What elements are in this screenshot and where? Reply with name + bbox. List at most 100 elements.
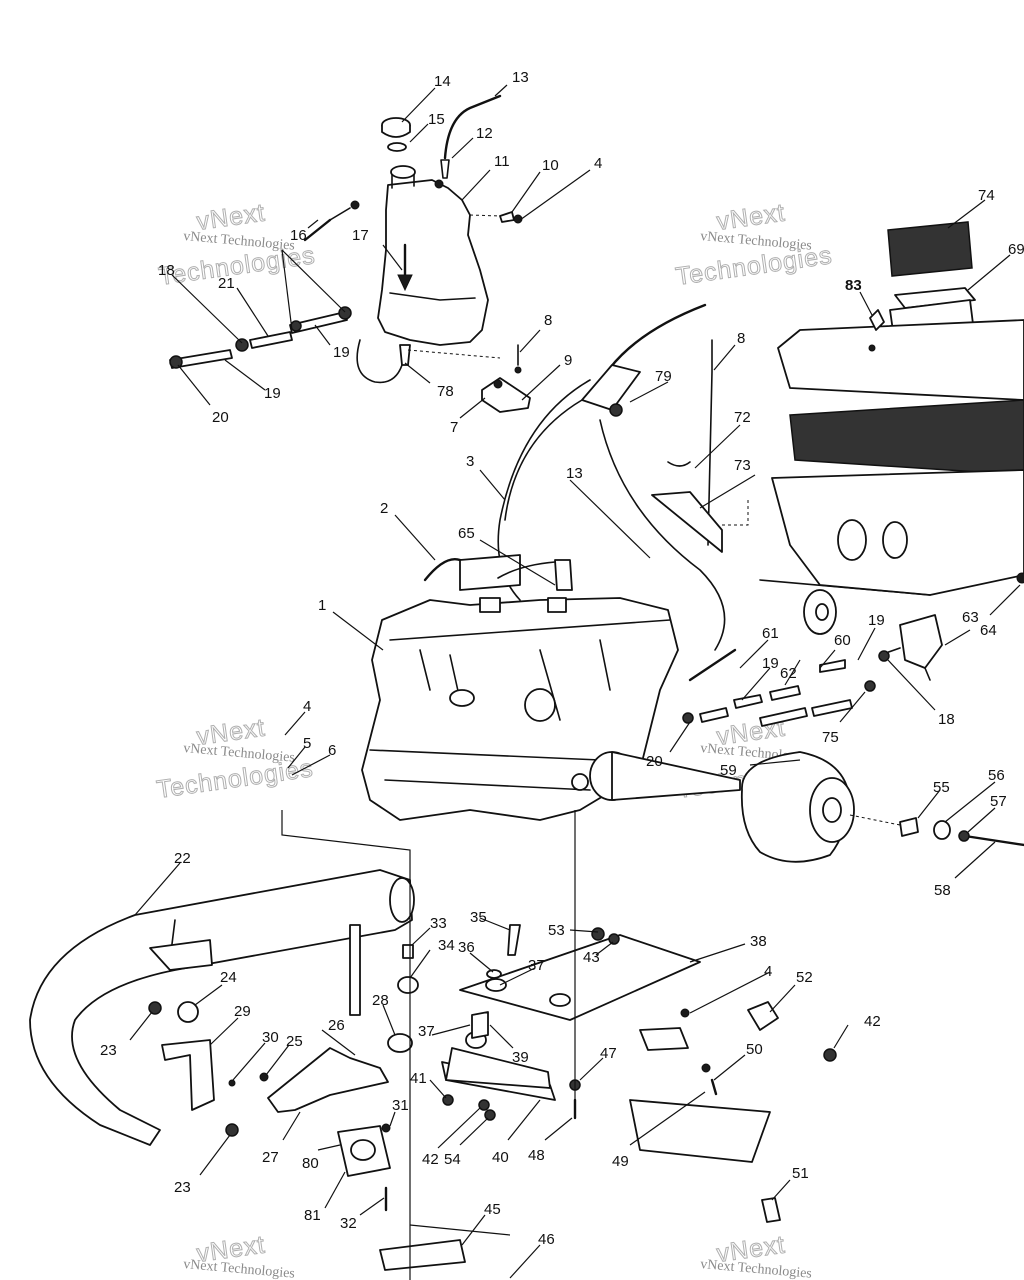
- mount-bracket: [445, 1047, 551, 1089]
- callout-c34: 34: [438, 937, 455, 954]
- callout-c14: 14: [434, 73, 451, 90]
- callout-c64: 64: [980, 622, 997, 639]
- callout-c78: 78: [437, 383, 454, 400]
- callout-c42b: 42: [422, 1151, 439, 1168]
- bracket: [629, 1099, 771, 1163]
- callout-c19d: 19: [868, 612, 885, 629]
- watermark-text: vNext Technologies: [700, 229, 813, 254]
- engine-mount-plate: [459, 934, 701, 1021]
- callout-c48: 48: [528, 1147, 545, 1164]
- fitting: [399, 344, 411, 366]
- callout-c6: 6: [328, 742, 336, 759]
- watermark-bottom-right: vNext vNext Technologies: [700, 1230, 813, 1280]
- callout-c20b: 20: [646, 753, 663, 770]
- oil-tank-filler-neck: [390, 165, 416, 179]
- callout-c62: 62: [780, 665, 797, 682]
- callout-c46: 46: [538, 1231, 555, 1248]
- bracket: [161, 1039, 215, 1111]
- callout-c22: 22: [174, 850, 191, 867]
- muffler: [29, 869, 413, 1146]
- leader-lines: [129, 84, 1021, 1279]
- callout-c10: 10: [542, 157, 559, 174]
- callout-c61: 61: [762, 625, 779, 642]
- callout-c31: 31: [392, 1097, 409, 1114]
- callout-c37b: 37: [418, 1023, 435, 1040]
- callout-c18a: 18: [158, 262, 175, 279]
- callout-c21: 21: [218, 275, 235, 292]
- callout-c60: 60: [834, 632, 851, 649]
- airbox-cover: [777, 319, 1024, 401]
- callout-c38: 38: [750, 933, 767, 950]
- callout-c80: 80: [302, 1155, 319, 1172]
- callout-c36: 36: [458, 939, 475, 956]
- airbox-assembly: [720, 221, 1024, 596]
- callout-c13a: 13: [512, 69, 529, 86]
- callout-c37a: 37: [528, 957, 545, 974]
- callout-c17: 17: [352, 227, 369, 244]
- callout-c73: 73: [734, 457, 751, 474]
- callout-c19a: 19: [264, 385, 281, 402]
- exhaust-manifold: [267, 1047, 389, 1113]
- callout-c41: 41: [410, 1070, 427, 1087]
- callout-c12: 12: [476, 125, 493, 142]
- watermark-top-left: vNext Technologies vNext Technologies: [156, 198, 317, 291]
- callout-c27: 27: [262, 1149, 279, 1166]
- callout-c18b: 18: [938, 711, 955, 728]
- callout-c4b: 4: [303, 698, 311, 715]
- callout-c59: 59: [720, 762, 737, 779]
- callout-c50: 50: [746, 1041, 763, 1058]
- watermark-bottom-left: vNext vNext Technologies: [183, 1230, 296, 1280]
- engine-mount: [379, 924, 837, 1271]
- callout-c55: 55: [933, 779, 950, 796]
- bracket: [651, 491, 723, 553]
- callout-c49: 49: [612, 1153, 629, 1170]
- callout-c72: 72: [734, 409, 751, 426]
- callout-c7: 7: [450, 419, 458, 436]
- gasket: [387, 142, 407, 152]
- callout-c39: 39: [512, 1049, 529, 1066]
- bracket: [481, 377, 531, 413]
- callout-c25: 25: [286, 1033, 303, 1050]
- callout-c63: 63: [962, 609, 979, 626]
- callout-c42a: 42: [864, 1013, 881, 1030]
- callout-c9: 9: [564, 352, 572, 369]
- callout-c33: 33: [430, 915, 447, 932]
- callout-c1: 1: [318, 597, 326, 614]
- callout-c11: 11: [494, 153, 510, 170]
- air-filter-screen: [789, 399, 1024, 476]
- oil-tank: [377, 179, 489, 346]
- assembly-lines: [281, 810, 576, 1280]
- callout-c20a: 20: [212, 409, 229, 426]
- callout-c4a: 4: [594, 155, 602, 172]
- callout-c53: 53: [548, 922, 565, 939]
- exhaust-system: [29, 869, 489, 1212]
- callout-c3: 3: [466, 453, 474, 470]
- callout-c57: 57: [990, 793, 1007, 810]
- callout-c19b: 19: [333, 344, 350, 361]
- callout-c16: 16: [290, 227, 307, 244]
- callout-c29: 29: [234, 1003, 251, 1020]
- callout-c26: 26: [328, 1017, 345, 1034]
- callout-c28: 28: [372, 992, 389, 1009]
- watermark-text: vNext Technologies: [183, 229, 296, 254]
- cable-routing: [497, 303, 726, 651]
- callout-c47: 47: [600, 1045, 617, 1062]
- callout-c23a: 23: [100, 1042, 117, 1059]
- callout-c40: 40: [492, 1149, 509, 1166]
- callout-c2: 2: [380, 500, 388, 517]
- fuel-and-clutch: [682, 589, 1024, 863]
- oil-tank-assembly: [169, 94, 531, 413]
- callout-c54: 54: [444, 1151, 461, 1168]
- engine-block: [361, 554, 741, 821]
- callout-c75: 75: [822, 729, 839, 746]
- callout-c15: 15: [428, 111, 445, 128]
- callout-c8a: 8: [544, 312, 552, 329]
- callout-c56: 56: [988, 767, 1005, 784]
- callout-c52: 52: [796, 969, 813, 986]
- callout-c51: 51: [792, 1165, 809, 1182]
- arrow-icon: [397, 274, 413, 292]
- callout-c19c: 19: [762, 655, 779, 672]
- callout-c65: 65: [458, 525, 475, 542]
